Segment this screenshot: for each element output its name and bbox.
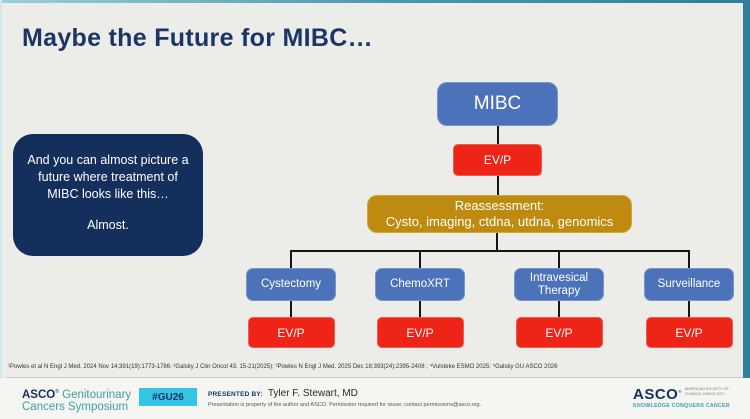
brand-line1: ASCO® Genitourinary: [22, 386, 131, 401]
footer-separator-line: [6, 377, 743, 378]
connector-line: [496, 176, 499, 195]
node-evp-root: EV/P: [453, 144, 542, 176]
note-almost-text: Almost.: [87, 218, 129, 232]
presenter-name: Tyler F. Stewart, MD: [267, 388, 358, 399]
symposium-brand: ASCO® Genitourinary Cancers Symposium: [22, 386, 131, 414]
brand-genitourinary: Genitourinary: [62, 388, 132, 401]
reassessment-line2: Cysto, imaging, ctdna, utdna, genomics: [385, 214, 614, 229]
asco-logo-row: ASCO® AMERICAN SOCIETY OF CLINICAL ONCOL…: [633, 385, 730, 402]
slide-title: Maybe the Future for MIBC…: [22, 24, 373, 52]
hashtag-badge: #GU26: [139, 388, 197, 406]
connector-line: [688, 250, 690, 268]
right-border-strip: [743, 0, 750, 419]
branch-cystectomy: Cystectomy EV/P: [246, 250, 336, 348]
registered-mark: ®: [678, 389, 682, 394]
connector-line: [496, 126, 499, 144]
copyright-disclaimer: Presentation is property of the author a…: [208, 402, 482, 408]
connector-line: [290, 250, 292, 268]
node-evp-cystectomy: EV/P: [247, 317, 335, 348]
connector-line: [290, 301, 292, 317]
top-border-strip: [0, 0, 750, 3]
asco-logo: ASCO® AMERICAN SOCIETY OF CLINICAL ONCOL…: [633, 385, 730, 409]
footer-bar: ASCO® Genitourinary Cancers Symposium #G…: [0, 378, 750, 419]
node-chemoxrt: ChemoXRT: [375, 268, 465, 301]
connector-line: [419, 301, 421, 317]
node-mibc: MIBC: [437, 82, 558, 126]
connector-line: [419, 250, 421, 268]
node-cystectomy: Cystectomy: [246, 268, 336, 301]
branch-intravesical: Intravesical Therapy EV/P: [514, 250, 604, 348]
connector-line: [558, 301, 560, 317]
node-surveillance: Surveillance: [644, 268, 734, 301]
connector-line: [496, 233, 498, 250]
node-evp-surveillance: EV/P: [645, 317, 733, 348]
presented-by-label: PRESENTED BY:: [208, 391, 263, 398]
brand-line2: Cancers Symposium: [22, 401, 129, 414]
flowchart-trunk: MIBC EV/P: [437, 82, 558, 195]
registered-mark: ®: [55, 389, 59, 395]
node-reassessment: Reassessment: Cysto, imaging, ctdna, utd…: [367, 195, 632, 233]
asco-society-text: AMERICAN SOCIETY OF CLINICAL ONCOLOGY: [684, 387, 729, 396]
node-evp-chemoxrt: EV/P: [376, 317, 464, 348]
asco-logo-word: ASCO®: [633, 386, 682, 403]
branch-chemoxrt: ChemoXRT EV/P: [375, 250, 465, 348]
note-text: And you can almost picture a future wher…: [27, 153, 189, 201]
brand-asco-word: ASCO: [22, 388, 56, 401]
connector-line: [558, 250, 560, 268]
node-evp-intravesical: EV/P: [515, 317, 603, 348]
branch-surveillance: Surveillance EV/P: [644, 250, 734, 348]
branch-horizontal-line: [290, 250, 690, 252]
commentary-note-box: And you can almost picture a future wher…: [13, 134, 203, 256]
presented-by-block: PRESENTED BY: Tyler F. Stewart, MD: [208, 388, 358, 399]
left-border-strip: [0, 0, 2, 419]
asco-tagline: KNOWLEDGE CONQUERS CANCER: [633, 403, 730, 409]
reassessment-line1: Reassessment:: [454, 198, 545, 213]
node-intravesical-therapy: Intravesical Therapy: [514, 268, 604, 301]
connector-line: [688, 301, 690, 317]
references-footnote: ¹Powles et al N Engl J Med. 2024 Nov 14;…: [8, 364, 558, 370]
